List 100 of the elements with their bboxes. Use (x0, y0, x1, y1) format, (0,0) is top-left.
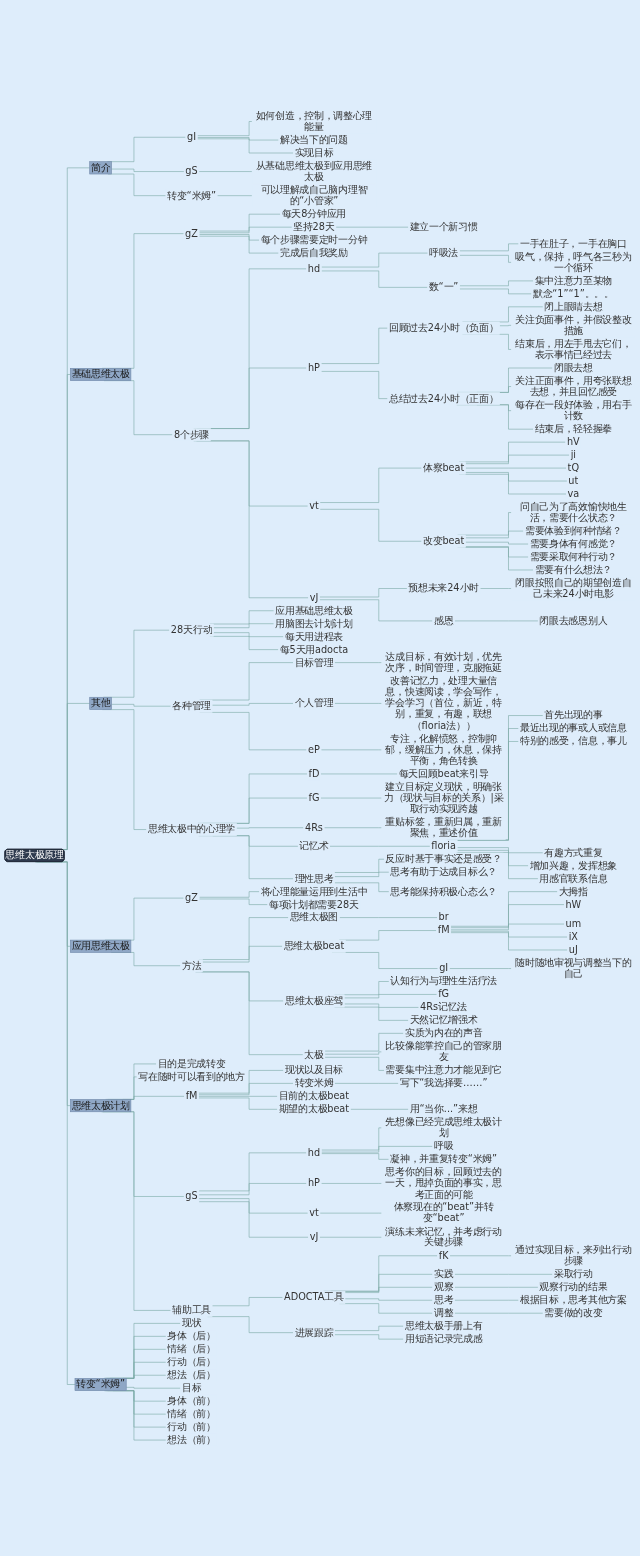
node-text: 转变“米姆” (167, 189, 216, 201)
connector (334, 703, 383, 704)
node-text: 调整 (433, 1307, 454, 1319)
node-box-text: 简介 (89, 161, 112, 175)
connector (321, 270, 428, 288)
connector (334, 1083, 399, 1084)
node-text: 闭上眼睛去想 (544, 300, 603, 313)
connector (319, 1212, 383, 1214)
node-text: 记忆术 (299, 840, 329, 852)
node-text: 问自己为了高效愉快地生活，需要什么状态？ (520, 500, 627, 524)
connector (334, 882, 390, 892)
node-text: 太极 (304, 1048, 324, 1060)
connector (320, 1183, 383, 1184)
connector (329, 845, 431, 847)
node-text: 需要集中注意力才能见到它 (385, 1064, 502, 1076)
node-text: 目标管理 (294, 656, 334, 668)
node-text: gZ (185, 891, 198, 904)
node-text: 目的是完成转变 (157, 1057, 226, 1070)
connector (454, 1299, 520, 1301)
node-text: 每天回顾beat来引导 (398, 767, 489, 780)
node-text: 闭眼按照自己的期望创造自己未来24小时电影 (515, 576, 632, 600)
connector (465, 467, 567, 469)
node-text: 结束后，用左手甩去它们，表示事情已经过去 (515, 337, 632, 361)
connector (198, 213, 281, 232)
node-text: 期望的太极beat (278, 1103, 350, 1115)
node-text: gS (185, 165, 198, 177)
connector (334, 1334, 404, 1340)
node-text: 情绪（后） (167, 1343, 216, 1355)
node-box-text: 应用思维太极 (70, 939, 132, 953)
node-text: 数“一” (428, 281, 459, 293)
node-text: 关注负面事件，并假设整改措施 (515, 313, 632, 337)
connector (321, 252, 429, 268)
node-text: 每个步骤需要定时一分钟 (260, 233, 368, 246)
connector (454, 1274, 554, 1275)
node-text: 4Rs (304, 821, 323, 834)
connector (198, 234, 260, 241)
node-text: 比较像能掌控自己的管家朋友 (385, 1040, 502, 1063)
connector (198, 226, 293, 234)
node-text: 进展跟踪 (294, 1326, 334, 1338)
node-text: 体察现在的“beat”并转变“beat” (393, 1201, 494, 1225)
node-text: 思维太极手册上有 (404, 1319, 483, 1332)
connector (111, 168, 185, 172)
connector (465, 472, 568, 482)
connector (125, 1387, 181, 1389)
connector (236, 827, 305, 829)
node-text: 可以理解成自己脑内理智的“小管家” (260, 183, 368, 207)
node-text: 思考你的目标，回顾过去的一天，甩掉负面的事实，思考正面的可能 (385, 1166, 502, 1200)
node-text: 思考有助于达成目标么？ (390, 866, 497, 878)
node-text: tQ (567, 461, 580, 474)
node-text: gS (185, 1190, 198, 1202)
connector (319, 599, 434, 622)
connector (449, 1255, 512, 1257)
connector (465, 541, 529, 545)
node-text: gI (187, 131, 197, 143)
connector (499, 325, 512, 327)
node-text: vt (309, 499, 319, 512)
node-text: vJ (309, 1231, 319, 1243)
node-text: 预想未来24小时 (408, 582, 479, 594)
connector (339, 917, 438, 918)
node-text: hd (307, 262, 321, 275)
node-text: 采取行动 (553, 1268, 593, 1280)
node-text: 理性思考 (294, 872, 334, 885)
node-text: 专注，化解愤怒，控制抑郁，缓解压力，休息，保持平衡，角色转换 (385, 732, 502, 767)
connector (321, 1153, 390, 1160)
connector (198, 1096, 278, 1097)
node-text: fG (308, 791, 320, 804)
node-text: eP (308, 743, 320, 756)
node-text: fD (308, 767, 320, 780)
connector (335, 226, 409, 228)
node-text: 特别的感受，信息，事儿 (520, 735, 627, 747)
node-text: 4Rs记忆法 (420, 1001, 468, 1013)
node-text: 每5天用adocta (279, 643, 349, 655)
node-text: 大拇指 (558, 885, 588, 897)
node-text: ut (568, 474, 579, 487)
node-text: 达成目标，有效计划，优先次序，时间管理，克服拖延 (385, 650, 502, 674)
connector (479, 588, 512, 589)
connector (459, 280, 534, 287)
node-text: 首先出现的事 (544, 709, 603, 721)
connector (198, 171, 253, 172)
connector (196, 137, 280, 141)
node-text: 建立一个新习惯 (409, 220, 478, 233)
node-text: 随时随地审视与调整当下的自己 (515, 956, 632, 980)
node-text: 结束后，轻轻握拳 (534, 423, 613, 435)
connector (450, 904, 565, 928)
connector (216, 195, 253, 196)
node-box-text: 思维太极计划 (70, 1099, 132, 1113)
node-text: 用感官联系信息 (539, 872, 608, 885)
node-text: 用“当你...”来想 (409, 1103, 478, 1115)
node-text: 实质为内在的声音 (404, 1027, 483, 1039)
node-text: um (565, 917, 582, 930)
connector (459, 288, 532, 295)
connector (198, 1201, 309, 1238)
connector (344, 1298, 434, 1301)
node-text: 转变米姆 (294, 1077, 334, 1089)
node-box-text: 基础思维太极 (70, 368, 132, 381)
node-text: 最近出现的事或人或信息 (520, 722, 627, 734)
connector (211, 1297, 284, 1307)
node-text: 改善记忆力，处理大量信息，快速阅读，学会写作，学会学习（首位，新近，特别，重复，有趣，联想（floria法）） (385, 674, 502, 732)
node-text: 身体（后） (167, 1330, 216, 1342)
node-text: hV (566, 435, 580, 448)
